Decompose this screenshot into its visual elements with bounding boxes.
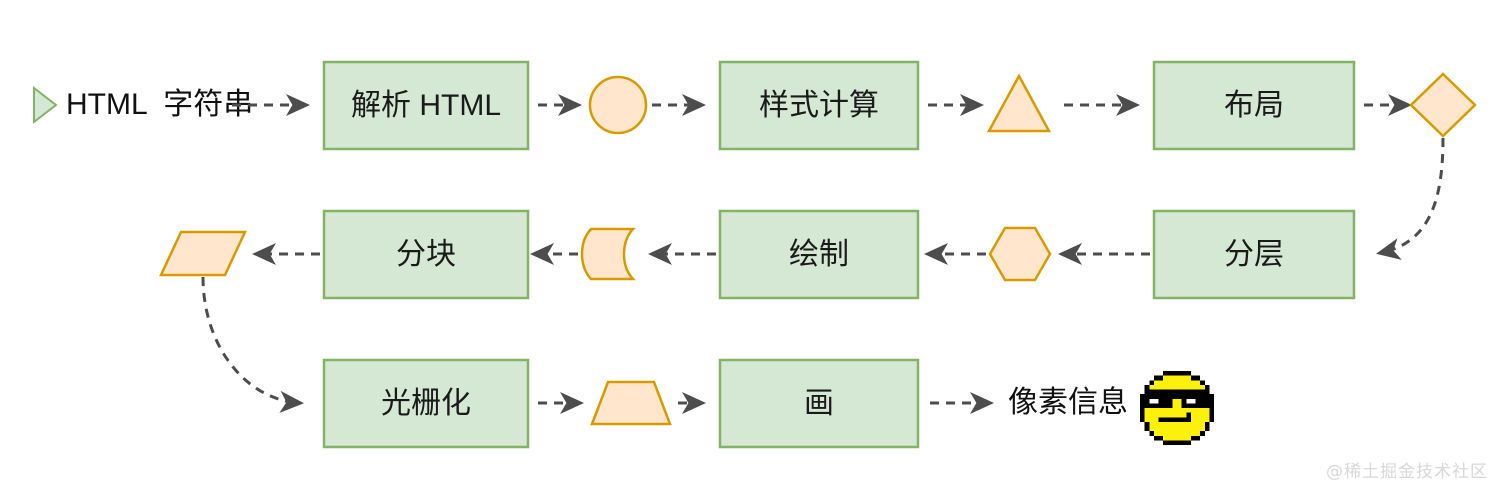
edge-diamond-layering-curve — [1376, 137, 1445, 260]
node-layer-hexagon[interactable] — [988, 226, 1052, 282]
node-draw[interactable] — [718, 358, 920, 449]
node-raster-trapezoid[interactable] — [590, 380, 672, 426]
node-tiling-label: 分块 — [396, 238, 456, 271]
node-layering-label: 分层 — [1224, 238, 1284, 271]
node-layout[interactable] — [1152, 60, 1356, 151]
start-marker-triangle-icon — [33, 85, 58, 125]
node-style-calc[interactable] — [718, 60, 920, 151]
node-parse-html[interactable] — [322, 60, 530, 151]
node-draw-label: 画 — [804, 387, 834, 420]
node-layering[interactable] — [1152, 209, 1356, 300]
node-painting[interactable] — [718, 209, 920, 300]
node-style-calc-label: 样式计算 — [759, 89, 879, 122]
node-rasterize-label: 光栅化 — [381, 387, 471, 420]
node-rasterize[interactable] — [322, 358, 530, 449]
node-painting-label: 绘制 — [789, 238, 849, 271]
node-parse-html-label: 解析 HTML — [351, 89, 501, 122]
node-layout-diamond[interactable] — [1409, 72, 1477, 138]
node-layout-label: 布局 — [1224, 89, 1284, 122]
node-tile-parallelogram[interactable] — [159, 230, 247, 277]
node-dom-circle[interactable] — [588, 75, 648, 135]
node-paint-tape[interactable] — [580, 227, 636, 281]
watermark: @稀土掘金技术社区 — [1326, 462, 1488, 482]
pixel-info-label: 像素信息 — [1008, 386, 1128, 419]
sunglasses-emoji-icon — [1140, 371, 1214, 445]
node-style-triangle[interactable] — [986, 73, 1052, 133]
html-string-label: HTML 字符串 — [66, 88, 253, 121]
node-tiling[interactable] — [322, 209, 530, 300]
edge-parallelogram-rasterize-curve — [201, 276, 304, 413]
